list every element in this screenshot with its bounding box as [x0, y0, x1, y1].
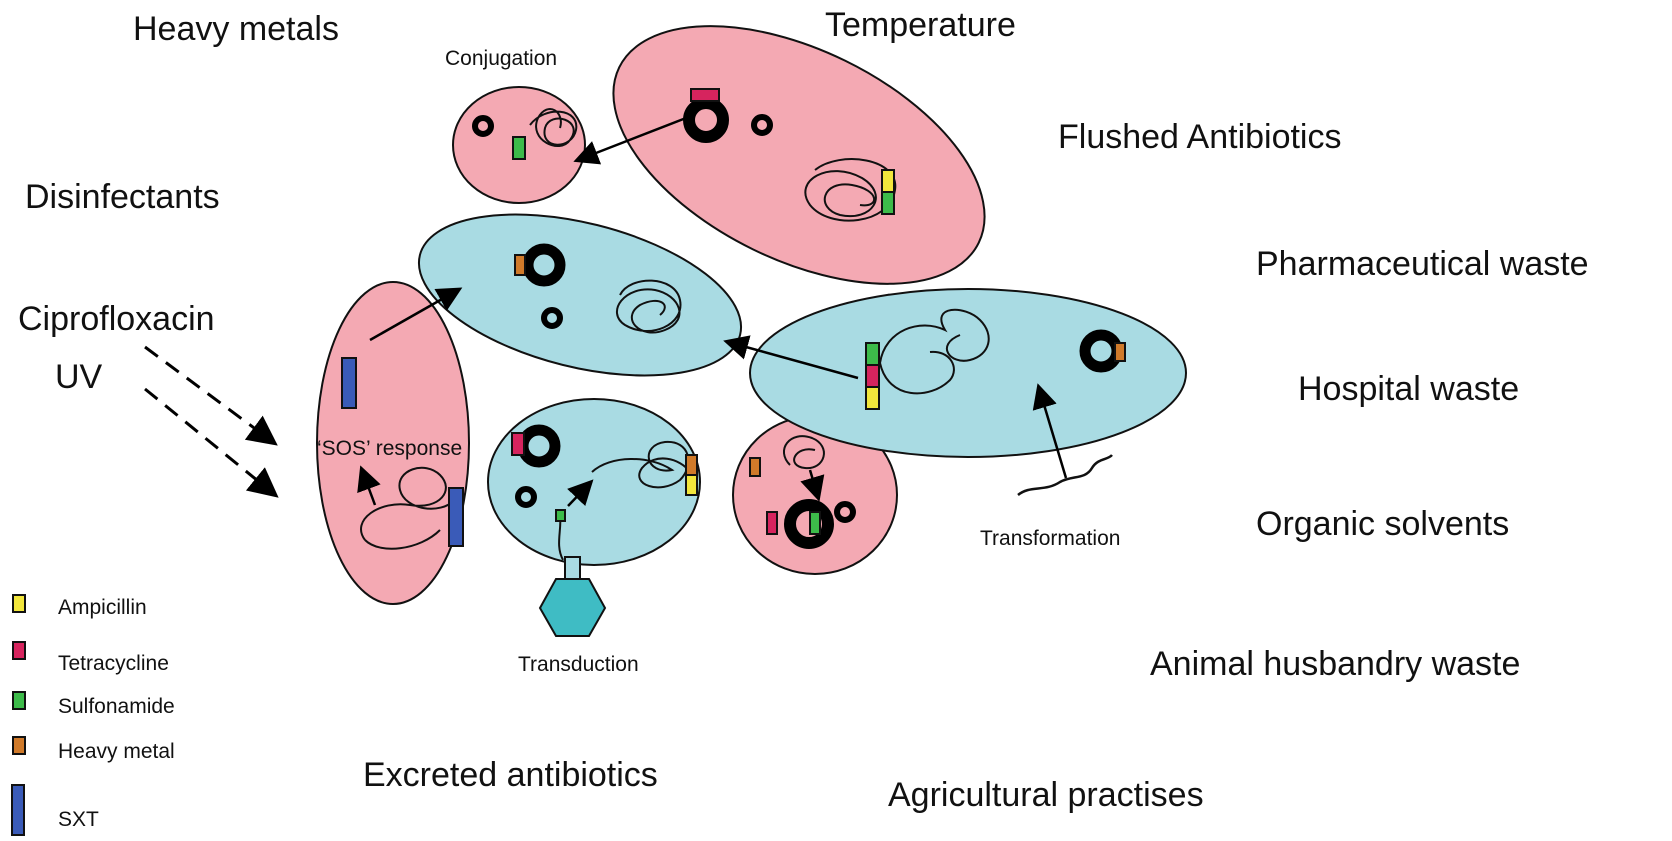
label-ciprofloxacin: Ciprofloxacin: [18, 300, 215, 339]
legend-label-sulfonamide: Sulfonamide: [58, 695, 175, 719]
label-heavy-metals: Heavy metals: [133, 10, 339, 49]
label-disinfectants: Disinfectants: [25, 178, 220, 217]
legend-label-tetracycline: Tetracycline: [58, 652, 169, 676]
label-animal-husbandry-waste: Animal husbandry waste: [1150, 645, 1520, 684]
label-agricultural-practises: Agricultural practises: [888, 776, 1204, 815]
legend-swatch-sxt: [11, 784, 25, 836]
legend-label-sxt: SXT: [58, 808, 99, 832]
label-transduction: Transduction: [518, 653, 639, 677]
label-flushed-antibiotics: Flushed Antibiotics: [1058, 118, 1342, 157]
label-excreted-antibiotics: Excreted antibiotics: [363, 756, 658, 795]
legend-label-heavy-metal: Heavy metal: [58, 740, 175, 764]
label-uv: UV: [55, 358, 102, 397]
stress-arrows: [145, 347, 274, 494]
legend-label-ampicillin: Ampicillin: [58, 596, 147, 620]
label-hospital-waste: Hospital waste: [1298, 370, 1519, 409]
bacteriophage: [540, 557, 605, 636]
legend-swatch-sulfonamide: [12, 691, 26, 710]
label-pharmaceutical-waste: Pharmaceutical waste: [1256, 245, 1589, 284]
legend-swatch-ampicillin: [12, 594, 26, 613]
label-transformation: Transformation: [980, 527, 1120, 551]
label-organic-solvents: Organic solvents: [1256, 505, 1509, 544]
legend-swatch-tetracycline: [12, 641, 26, 660]
legend-swatch-heavy-metal: [12, 736, 26, 755]
label-conjugation: Conjugation: [445, 47, 557, 71]
label-sos-response: ‘SOS’ response: [317, 437, 462, 461]
blue-cell-center: [488, 399, 700, 565]
blue-cell-right: [750, 289, 1186, 457]
label-temperature: Temperature: [825, 6, 1016, 45]
